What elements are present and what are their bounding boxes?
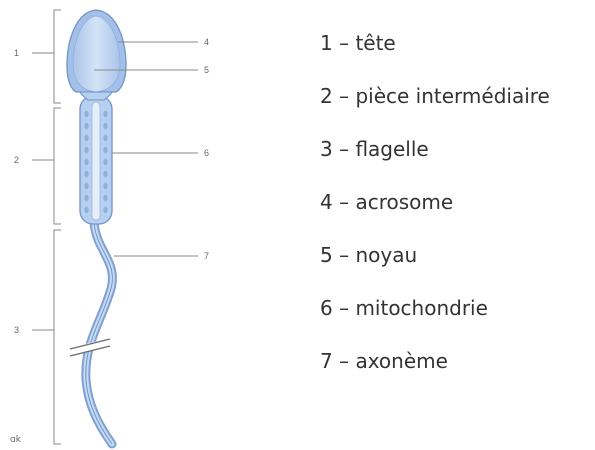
legend-item-axoneme: 7 – axonème bbox=[320, 344, 550, 397]
midpiece-shape bbox=[80, 96, 112, 224]
callout-number-7: 7 bbox=[204, 251, 209, 261]
region-number-1: 1 bbox=[14, 48, 19, 58]
bracket-flagellum bbox=[32, 230, 61, 444]
legend-item-piece-intermediaire: 2 – pièce intermédiaire bbox=[320, 79, 550, 132]
legend-item-mitochondrie: 6 – mitochondrie bbox=[320, 291, 550, 344]
callout-number-6: 6 bbox=[204, 148, 209, 158]
legend-item-acrosome: 4 – acrosome bbox=[320, 185, 550, 238]
callout-number-4: 4 bbox=[204, 37, 209, 47]
callout-number-5: 5 bbox=[204, 65, 209, 75]
bracket-head bbox=[32, 10, 61, 103]
flagellum-shape bbox=[86, 222, 113, 444]
legend-list: 1 – tête 2 – pièce intermédiaire 3 – fla… bbox=[320, 26, 550, 397]
legend-item-noyau: 5 – noyau bbox=[320, 238, 550, 291]
region-number-3: 3 bbox=[14, 325, 19, 335]
region-number-2: 2 bbox=[14, 155, 19, 165]
head-shape bbox=[67, 10, 126, 100]
legend-item-flagelle: 3 – flagelle bbox=[320, 132, 550, 185]
legend-item-tete: 1 – tête bbox=[320, 26, 550, 79]
sperm-cell-diagram: 1 2 3 4 5 6 7 ɑk bbox=[0, 0, 300, 450]
bracket-midpiece bbox=[32, 108, 61, 224]
artist-credit: ɑk bbox=[10, 435, 22, 445]
